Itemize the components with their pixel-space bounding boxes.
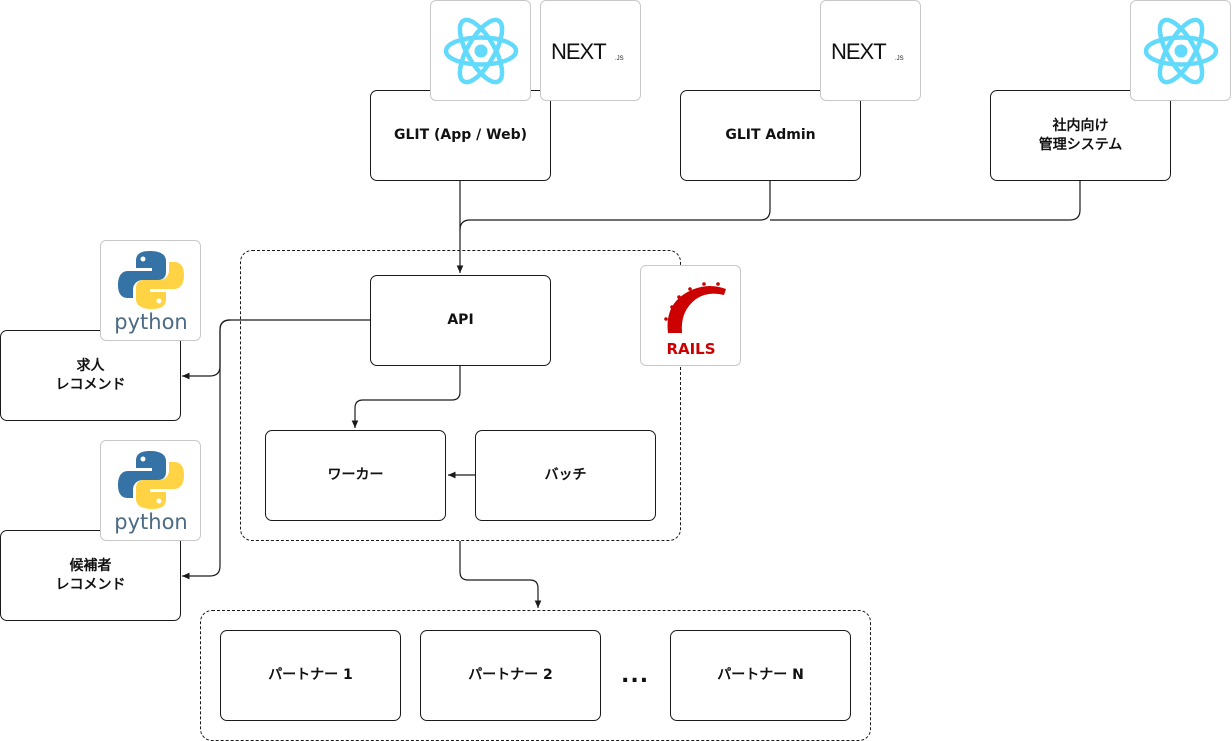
nextjs-icon: NEXT .JS xyxy=(820,0,921,101)
arrow-backend-to-partners xyxy=(459,541,542,608)
partner-ellipsis: ... xyxy=(621,663,650,688)
api-node[interactable]: API xyxy=(370,275,551,366)
partner-1-label: パートナー 1 xyxy=(268,667,353,683)
nextjs-wordmark-sub: .JS xyxy=(615,56,624,62)
worker-label: ワーカー xyxy=(327,467,384,483)
candidate-recommend-node[interactable]: 候補者 レコメンド xyxy=(0,530,181,621)
glit-app-web-label: GLIT (App / Web) xyxy=(393,127,528,143)
candidate-recommend-label: 候補者 レコメンド xyxy=(55,557,126,593)
arrow-api-to-candidate-recommend xyxy=(182,319,231,580)
api-label: API xyxy=(447,312,474,328)
glit-admin-label: GLIT Admin xyxy=(725,127,816,143)
rails-icon: RAILS xyxy=(640,265,741,366)
batch-node[interactable]: バッチ xyxy=(475,430,656,521)
job-recommend-label: 求人 レコメンド xyxy=(55,357,126,393)
internal-admin-node[interactable]: 社内向け 管理システム xyxy=(990,90,1171,181)
worker-node[interactable]: ワーカー xyxy=(265,430,446,521)
partner-2-label: パートナー 2 xyxy=(468,667,553,683)
nextjs-wordmark: NEXT xyxy=(831,39,886,64)
backend-group xyxy=(240,250,681,541)
line-admin-to-api xyxy=(459,181,771,231)
python-wordmark: python xyxy=(114,310,187,334)
job-recommend-node[interactable]: 求人 レコメンド xyxy=(0,330,181,421)
internal-admin-label: 社内向け 管理システム xyxy=(1038,117,1123,153)
partner-n-label: パートナー N xyxy=(717,667,804,683)
python-icon: python xyxy=(100,240,201,341)
nextjs-wordmark-sub: .JS xyxy=(895,56,904,62)
partner-n-node[interactable]: パートナー N xyxy=(670,630,851,721)
glit-admin-node[interactable]: GLIT Admin xyxy=(680,90,861,181)
nextjs-wordmark: NEXT xyxy=(551,39,606,64)
python-icon: python xyxy=(100,440,201,541)
line-internal-to-api xyxy=(770,181,1081,221)
python-wordmark: python xyxy=(114,510,187,534)
partner-1-node[interactable]: パートナー 1 xyxy=(220,630,401,721)
react-icon xyxy=(1130,0,1231,101)
batch-label: バッチ xyxy=(544,467,587,483)
rails-wordmark: RAILS xyxy=(666,340,715,358)
nextjs-icon: NEXT .JS xyxy=(540,0,641,101)
partner-2-node[interactable]: パートナー 2 xyxy=(420,630,601,721)
glit-app-web-node[interactable]: GLIT (App / Web) xyxy=(370,90,551,181)
arrow-api-to-worker xyxy=(351,366,461,428)
react-icon xyxy=(430,0,531,101)
